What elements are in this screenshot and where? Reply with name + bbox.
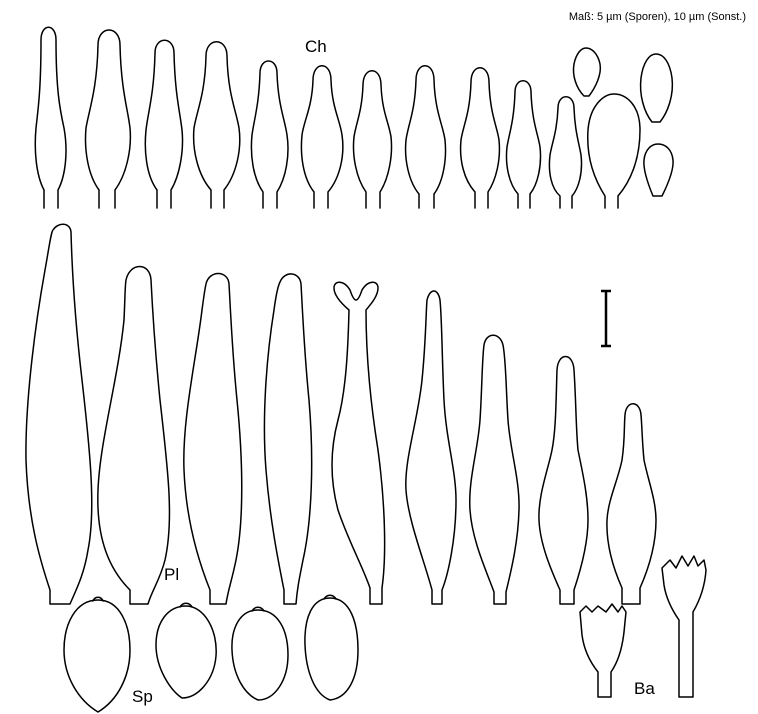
cheilocystidium [194,42,240,208]
cheilocystidium [506,81,540,208]
label-pleurocystidia: Pl [164,565,179,584]
pleurocystidia-group [26,224,656,604]
scale-bar [601,291,611,346]
cheilocystidium [145,40,182,208]
spore [232,610,288,700]
pleurocystidium [26,224,92,604]
basidium [580,604,626,697]
spores-group [64,595,358,712]
cheilocystidium [251,61,288,208]
cheilocystidium [549,97,581,208]
cheilocystidium [301,66,342,208]
cheilocystidium [35,27,66,208]
cheilocystidium [461,68,500,208]
cheilocystidium [644,144,673,196]
cheilocystidium [354,71,392,208]
pleurocystidium [470,335,519,604]
pleurocystidium [406,291,456,604]
pleurocystidium [539,357,588,605]
label-cheilocystidia: Ch [305,37,327,56]
pleurocystidium [332,282,385,604]
spore [64,600,130,712]
pleurocystidium [184,274,242,605]
cheilocystidium [641,54,673,122]
basidia-group [580,556,706,697]
pleurocystidium [98,267,170,605]
basidium [662,556,706,697]
label-basidia: Ba [634,679,655,698]
cheilocystidium [406,66,446,208]
cheilocystidia-group [35,27,673,208]
pleurocystidium [607,404,656,604]
spore [156,606,216,698]
cheilocystidium [588,94,640,208]
cheilocystidium [86,30,131,208]
cheilocystidium [573,48,600,96]
scale-note: Maß: 5 µm (Sporen), 10 µm (Sonst.) [569,11,746,23]
label-spores: Sp [132,687,153,706]
spore [305,598,358,700]
pleurocystidium [264,274,311,604]
